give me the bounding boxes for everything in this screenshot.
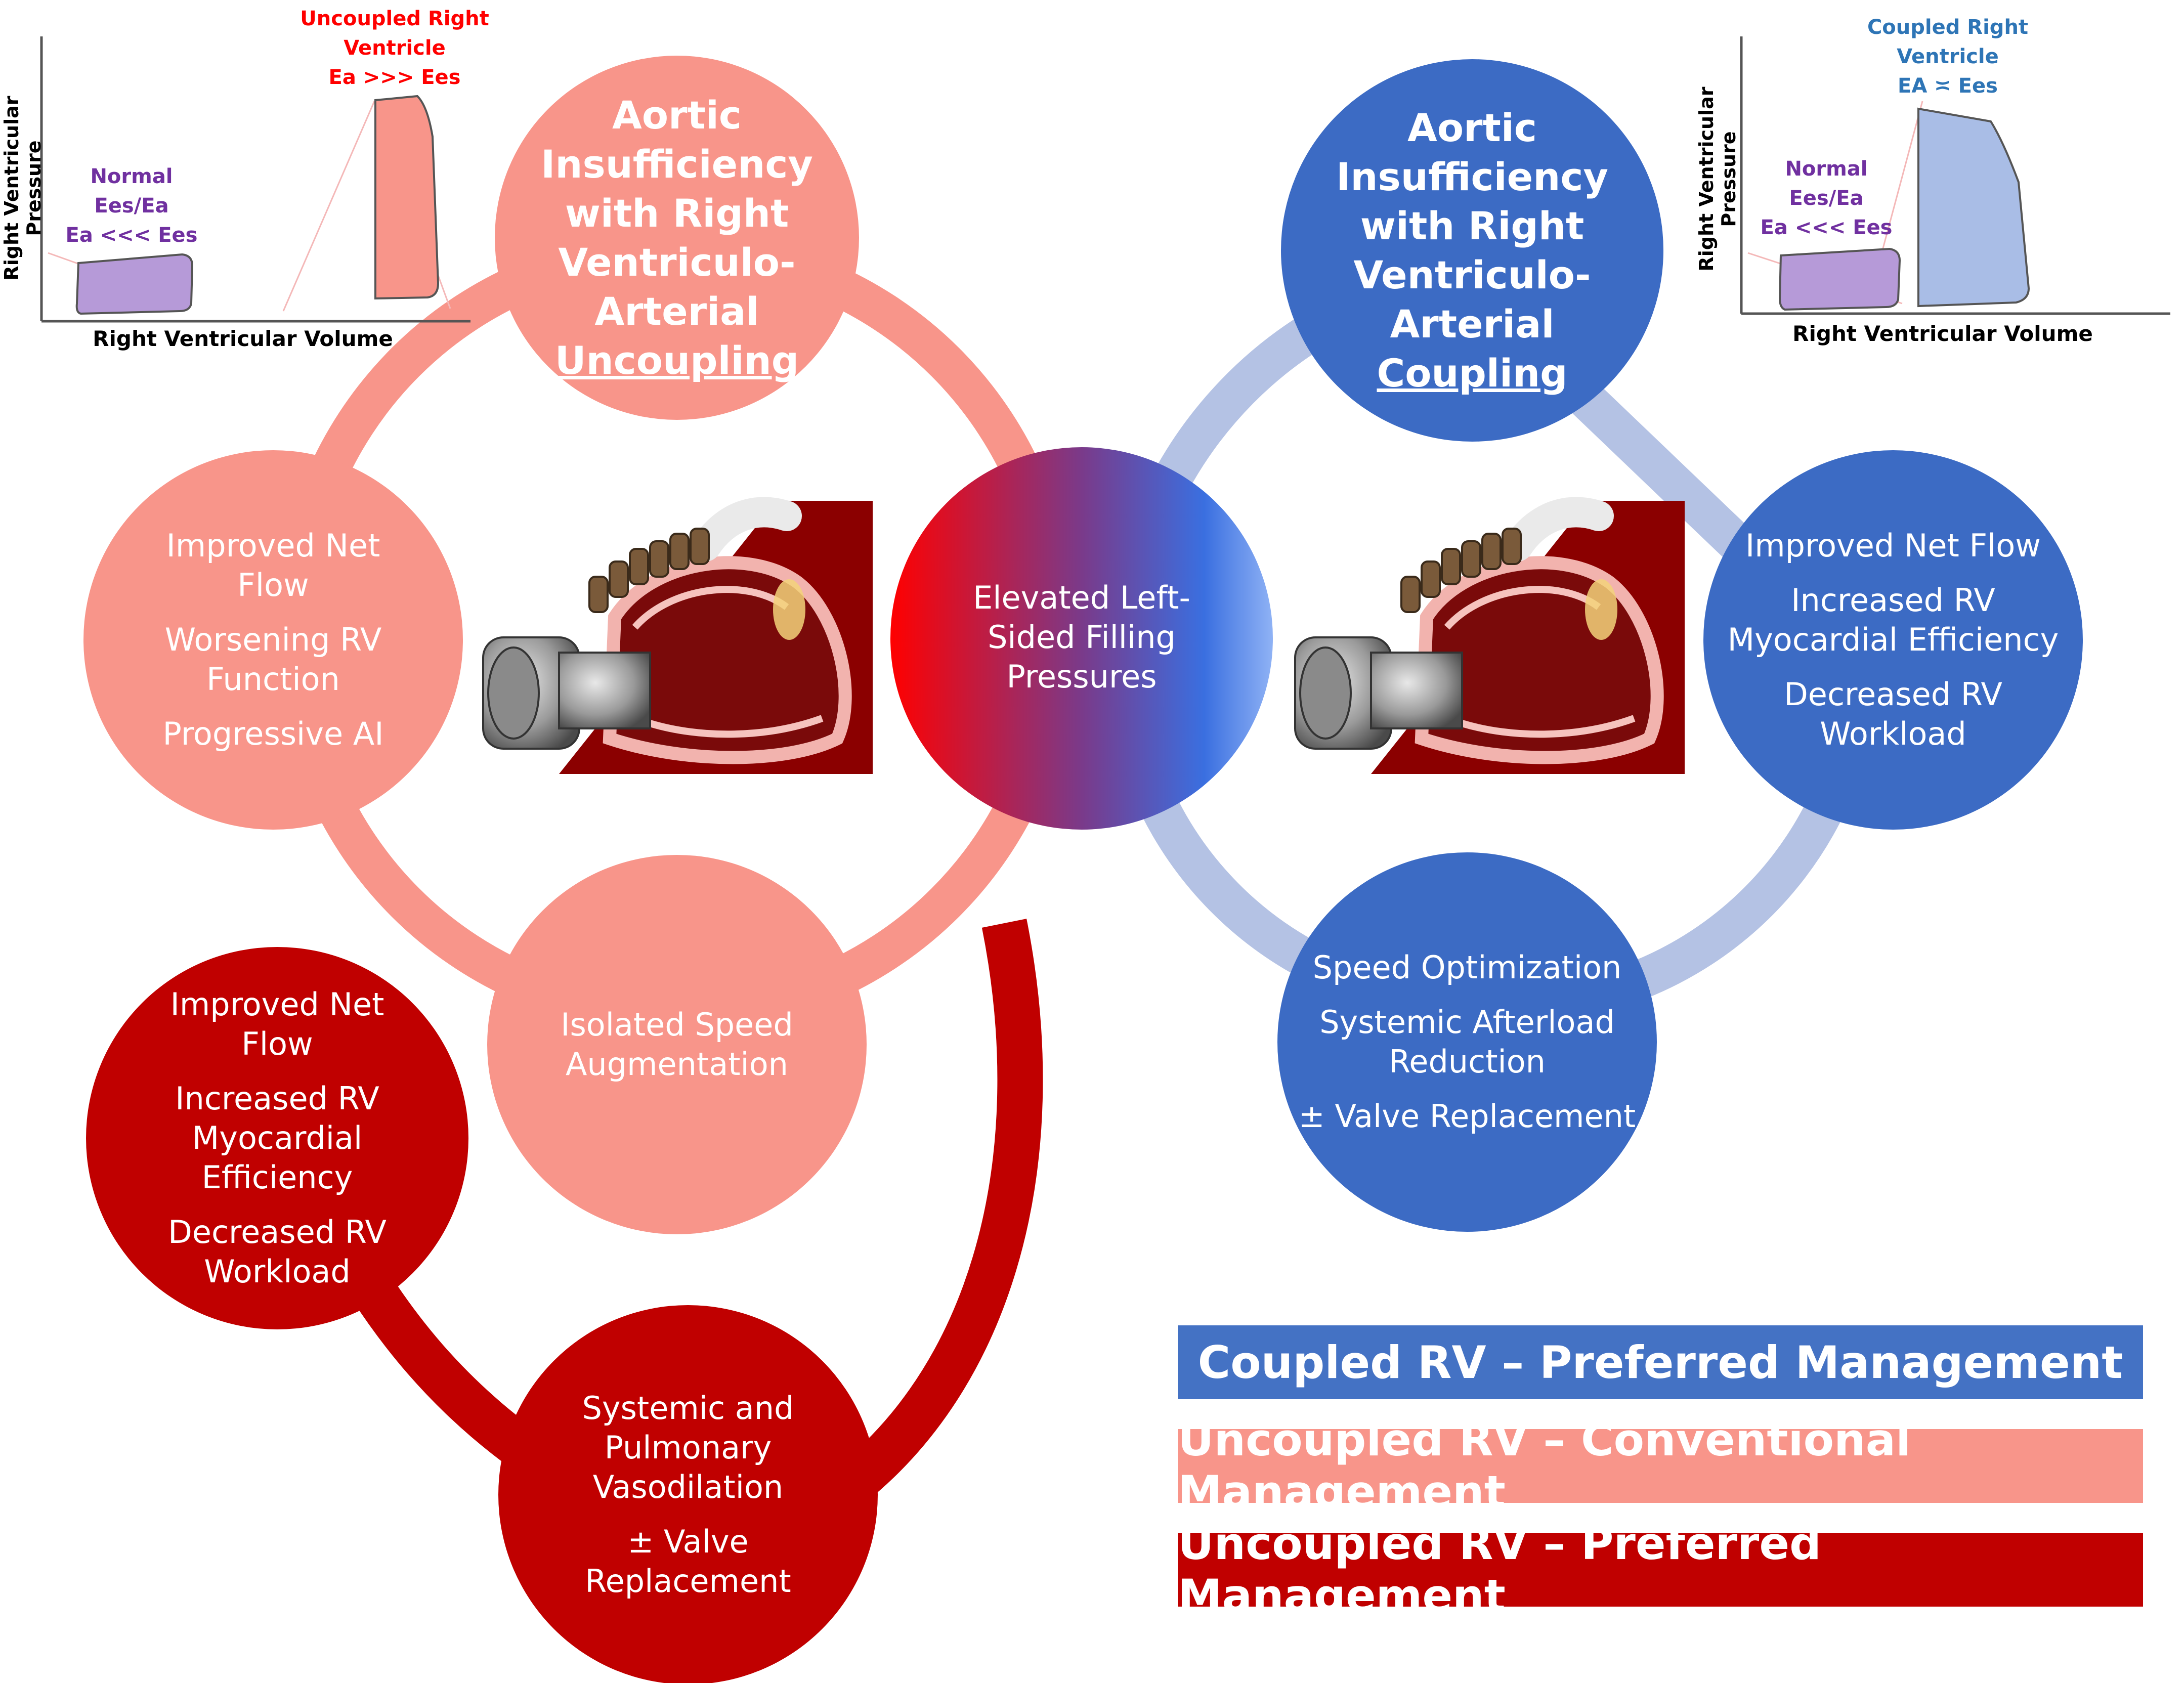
left-outcome-text: Improved Net Flow Worsening RV Function … [106,473,440,807]
outcome-line: Worsening RV [164,621,382,658]
left-title-circle [495,56,859,420]
outcome-line: Myocardial [192,1119,363,1156]
outcome-line: Improved Net [170,986,384,1023]
pv-label-line: Ea <<< Ees [65,224,198,247]
right-intervention-text: Speed Optimization Systemic Afterload Re… [1295,875,1639,1209]
intervention-line: Replacement [585,1563,791,1600]
outcome-line: Progressive AI [162,715,384,752]
outcome-line: Function [206,661,340,698]
pv-right-coupled-loop [1917,107,2030,308]
dark-outcome-text: Improved Net Flow Increased RV Myocardia… [110,971,444,1305]
intervention-line: Pulmonary [604,1429,772,1466]
outcome-line: Flow [237,567,309,603]
coupled-cycle-ring [1102,254,1882,1025]
legend-uncoupled-preferred: Uncoupled RV – Preferred Management [1178,1518,2143,1622]
intervention-line: ± Valve [627,1523,749,1560]
pv-label-line: Uncoupled Right [300,7,489,30]
pv-label-line: Normal [90,165,173,188]
title-line: with Right [565,191,789,236]
center-line: Sided Filling [988,619,1176,656]
lvad-heart-illustration [482,497,873,774]
right-title-circle [1281,59,1663,442]
intervention-line: Reduction [1389,1043,1546,1080]
pv-label-line: Coupled Right [1867,16,2029,39]
intervention-line: Augmentation [566,1046,788,1083]
outcome-line: Efficiency [201,1159,353,1196]
outcome-line: Improved Net [166,527,380,564]
pv-left-uncoupled-loop [374,95,440,300]
title-line: Arterial [1390,301,1555,347]
intervention-line: Vasodilation [592,1469,784,1505]
outcome-line: Decreased RV [168,1214,387,1250]
left-intervention-circle [487,855,867,1234]
outcome-line: Increased RV [1791,582,1995,619]
pv-label-line: Ees/Ea [1789,187,1864,210]
left-intervention-text: Isolated Speed Augmentation [510,878,844,1212]
intervention-line: Speed Optimization [1312,949,1622,986]
pv-right-normal-label: Normal Ees/Ea Ea <<< Ees [1755,154,1897,242]
center-circle [890,447,1273,830]
pv-label-line: Ventricle [1897,45,1999,68]
title-line: Insufficiency [541,142,813,187]
legend-label: Uncoupled RV – Conventional Management [1178,1414,1911,1518]
right-outcome-text: Improved Net Flow Increased RV Myocardia… [1716,473,2070,807]
left-outcome-circle [83,450,463,830]
right-title-text: Aortic Insufficiency with Right Ventricu… [1310,78,1634,422]
intervention-line: Isolated Speed [561,1006,793,1043]
preferred-cycle-arc-right [807,919,1043,1527]
outcome-line: Flow [241,1025,313,1062]
title-line: Aortic [1407,105,1537,150]
pv-loop-left [40,36,470,323]
title-line: Insufficiency [1336,154,1608,199]
outcome-line: Myocardial Efficiency [1727,621,2059,658]
title-line: Arterial [594,289,759,334]
legend-label: Uncoupled RV – Preferred Management [1178,1518,1822,1622]
outcome-line: Workload [1820,715,1966,752]
right-intervention-circle [1277,852,1657,1232]
intervention-line: Systemic Afterload [1319,1004,1615,1041]
center-text: Elevated Left- Sided Filling Pressures [915,506,1249,769]
right-outcome-circle [1703,450,2083,830]
pv-label-line: Normal [1785,157,1868,181]
title-line: Ventriculo- [558,240,796,285]
center-line: Elevated Left- [973,579,1190,616]
pv-label-line: Ea <<< Ees [1760,216,1893,239]
outcome-line: Improved Net Flow [1745,527,2041,564]
outcome-line: Decreased RV [1784,676,2002,713]
pv-right-xlabel: Right Ventricular Volume [1792,321,2093,346]
center-line: Pressures [1006,658,1157,695]
pv-right-state-label: Coupled Right Ventricle EA ≍ Ees [1847,13,2049,101]
pv-left-normal-label: Normal Ees/Ea Ea <<< Ees [61,162,202,250]
pv-left-xlabel: Right Ventricular Volume [93,326,393,351]
title-line: Aortic [612,93,742,138]
legend-uncoupled-conventional: Uncoupled RV – Conventional Management [1178,1414,2143,1518]
legend-label: Coupled RV – Preferred Management [1197,1336,2123,1389]
pv-label-line: Ees/Ea [94,194,169,218]
lvad-heart-illustration [1294,497,1685,774]
title-line: Ventriculo- [1353,252,1591,297]
intervention-line: ± Valve Replacement [1298,1098,1636,1135]
pv-right-ylabel: Right Ventricular Pressure [1695,87,1740,272]
title-line: with Right [1360,203,1585,248]
title-underlined-word: Coupling [1377,351,1568,396]
pv-left-state-label: Uncoupled Right Ventricle Ea >>> Ees [293,4,496,92]
pv-label-line: Ventricle [344,36,446,60]
pv-left-normal-loop [75,253,194,315]
pv-label-line: EA ≍ Ees [1898,74,1998,98]
title-underlined-word: Uncoupling [554,338,799,383]
legend-coupled-preferred: Coupled RV – Preferred Management [1178,1325,2143,1399]
pv-label-line: Ea >>> Ees [328,66,461,89]
dark-intervention-circle [498,1305,878,1683]
pv-right-normal-loop [1778,247,1901,311]
pv-loop-right [1740,36,2170,315]
intervention-line: Systemic and [582,1390,794,1427]
outcome-line: Workload [204,1253,351,1290]
dark-outcome-circle [86,947,468,1329]
outcome-line: Increased RV [175,1080,379,1117]
left-title-text: Aortic Insufficiency with Right Ventricu… [515,66,839,410]
dark-intervention-text: Systemic and Pulmonary Vasodilation ± Va… [521,1328,855,1662]
pv-left-ylabel: Right Ventricular Pressure [1,96,45,281]
